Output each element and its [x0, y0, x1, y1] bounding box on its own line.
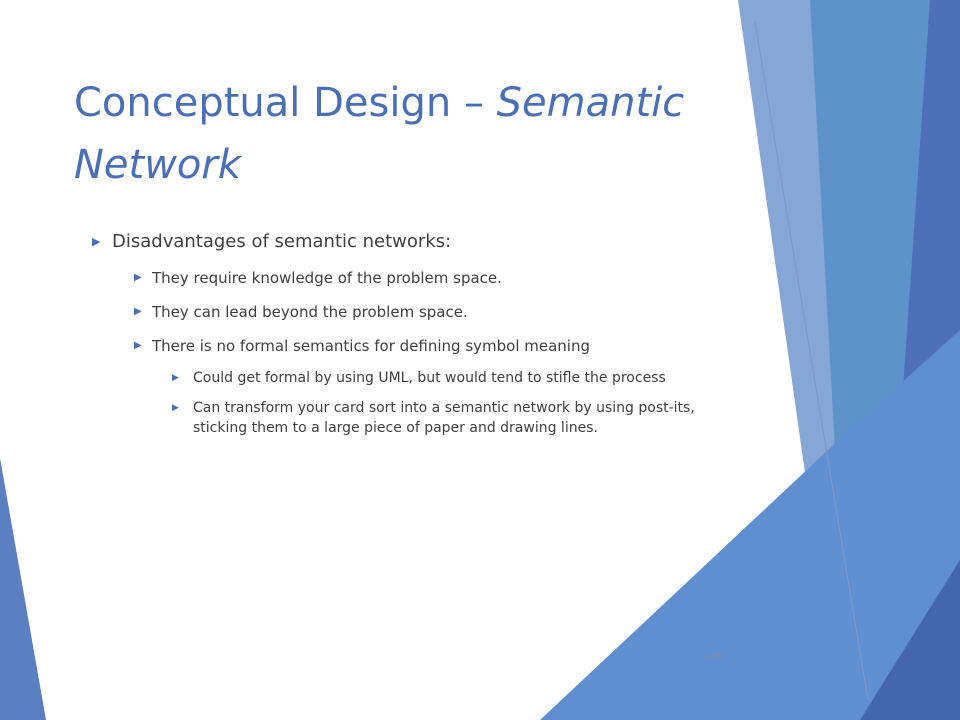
- arrow-bullet-icon: ▶: [172, 403, 179, 413]
- list-item: ▶ Can transform your card sort into a se…: [172, 398, 742, 438]
- title-emphasis: Semantic Network: [74, 80, 685, 188]
- bullet-text: They can lead beyond the problem space.: [152, 303, 468, 321]
- thin-diagonal-line: [754, 21, 869, 701]
- bullet-list: ▶ Disadvantages of semantic networks: ▶ …: [92, 228, 742, 438]
- bullet-text: Can transform your card sort into a sema…: [193, 400, 695, 436]
- bottom-dark-wedge-shape: [860, 560, 960, 720]
- title-prefix: Conceptual Design –: [74, 80, 497, 126]
- list-item: ▶ They can lead beyond the problem space…: [134, 300, 742, 324]
- arrow-bullet-icon: ▶: [134, 272, 142, 283]
- page-number: 1-15: [704, 652, 723, 661]
- arrow-bullet-icon: ▶: [134, 340, 142, 351]
- bullet-text: Could get formal by using UML, but would…: [193, 370, 666, 386]
- list-item: ▶ They require knowledge of the problem …: [134, 266, 742, 290]
- list-item: ▶ Could get formal by using UML, but wou…: [172, 368, 742, 388]
- slide-title: Conceptual Design – Semantic Network: [74, 72, 744, 196]
- arrow-bullet-icon: ▶: [172, 373, 179, 383]
- list-item: ▶ Disadvantages of semantic networks:: [92, 228, 742, 256]
- arrow-bullet-icon: ▶: [134, 306, 142, 317]
- left-edge-triangle-shape: [0, 458, 46, 720]
- arrow-bullet-icon: ▶: [92, 235, 101, 248]
- bullet-text: Disadvantages of semantic networks:: [112, 231, 452, 252]
- bullet-text: They require knowledge of the problem sp…: [152, 269, 502, 287]
- bullet-text: There is no formal semantics for definin…: [152, 337, 591, 355]
- list-item: ▶ There is no formal semantics for defin…: [134, 334, 742, 358]
